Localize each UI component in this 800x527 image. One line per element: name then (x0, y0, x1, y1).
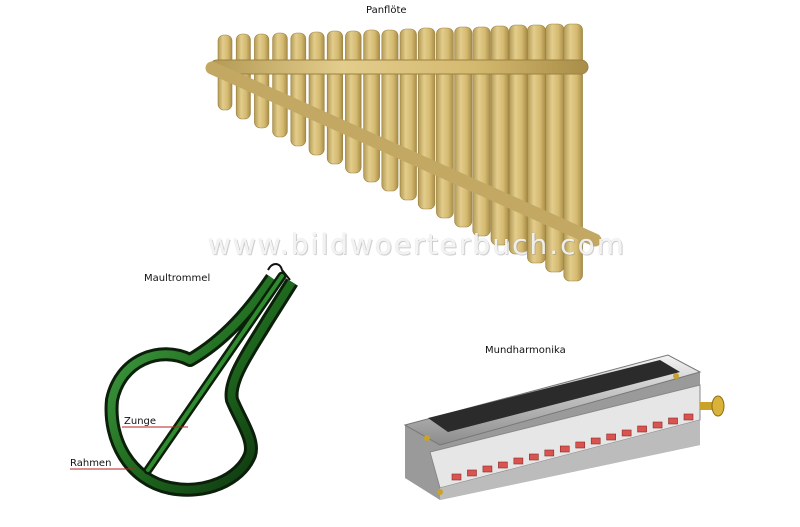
harmonica-hole (544, 449, 555, 457)
panpipe-tube (472, 26, 491, 237)
panpipe-tube (436, 27, 454, 219)
panpipe-tube (290, 32, 307, 147)
panpipe-tube (272, 32, 288, 138)
harmonica-hole (637, 425, 647, 433)
harmonica-hole (652, 421, 663, 429)
harmonica-hole (575, 441, 586, 449)
panpipe-tube (508, 24, 528, 255)
panpipe-tube (490, 25, 510, 246)
panpipe-tube (381, 29, 399, 192)
harmonica-hole (513, 457, 524, 465)
harmonica-title: Mundharmonika (485, 345, 566, 356)
panpipe-drawing (205, 23, 602, 282)
panpipe-tube (345, 30, 362, 174)
panpipe-tube (417, 27, 436, 210)
jaws-harp-title: Maultrommel (144, 273, 211, 284)
harmonica-hole (451, 473, 462, 481)
harmonica-hole (467, 469, 477, 477)
panpipe-tube (363, 29, 380, 183)
harmonica-hole (482, 465, 493, 473)
harmonica-drawing (403, 354, 725, 500)
harmonica-hole (498, 461, 508, 469)
harmonica-hole (621, 429, 632, 437)
harmonica-hole (529, 453, 539, 461)
harmonica-hole (590, 437, 601, 445)
panpipe-tube (563, 23, 583, 282)
tongue-label: Zunge (124, 416, 157, 427)
panpipe-top-rod (209, 59, 589, 75)
watermark-text: www.bildwoerterbuch.com (208, 228, 626, 261)
panpipe-tube (399, 28, 417, 201)
harmonica-hole (668, 417, 678, 425)
panpipe-tube (454, 26, 473, 228)
panpipe-diagonal-rod (205, 61, 602, 247)
harmonica-hole (606, 433, 616, 441)
frame-label: Rahmen (70, 458, 112, 469)
panpipe-tube (326, 30, 344, 165)
jaws-harp-drawing (104, 263, 298, 497)
panpipe-tube (308, 31, 325, 156)
harmonica-hole (559, 445, 570, 453)
panpipe-title: Panflöte (366, 5, 407, 16)
harmonica-hole (683, 413, 694, 421)
